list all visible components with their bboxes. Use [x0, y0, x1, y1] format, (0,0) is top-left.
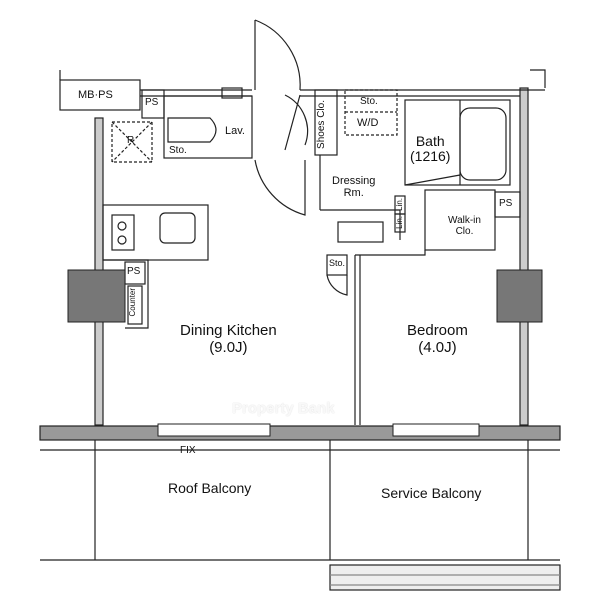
dressing-text: Dressing — [332, 175, 376, 187]
label-dining-kitchen: Dining Kitchen(9.0J) — [180, 322, 277, 356]
label-lav: Lav. — [225, 125, 245, 137]
label-sto: Sto. — [360, 96, 378, 107]
label-ps: PS — [127, 266, 141, 277]
bath-text: Bath — [415, 133, 445, 149]
label-lin: Lin. — [395, 216, 404, 229]
label-ps: PS — [145, 97, 159, 108]
shoes-text: Shoes — [316, 120, 327, 149]
column-left — [67, 269, 126, 323]
walkin-text: Walk-in — [448, 215, 481, 226]
label-ps: PS — [499, 198, 513, 209]
bedroom-text: Bedroom — [407, 322, 468, 339]
label-roof-balcony: Roof Balcony — [168, 480, 252, 496]
label-sto: Sto. — [169, 145, 187, 156]
label-sto: Sto. — [329, 258, 346, 268]
label-r: R — [127, 135, 135, 146]
label-service-balcony: Service Balcony — [381, 485, 482, 501]
top-wall — [140, 89, 545, 97]
label-lin: Lin. — [395, 198, 404, 211]
label-mbps: MB·PS — [78, 89, 113, 101]
balcony-slab — [39, 425, 561, 441]
column-right — [496, 269, 543, 323]
label-counter: Counter — [128, 288, 137, 317]
label-wd: W/D — [357, 117, 379, 129]
label-shoes: Shoes Clo. — [316, 100, 327, 149]
watermark: Property Bank — [232, 400, 335, 417]
walkin-clo: Clo. — [455, 226, 474, 237]
mbps-box — [59, 79, 141, 111]
dining-text: Dining Kitchen — [180, 322, 277, 339]
label-bedroom: Bedroom(4.0J) — [407, 322, 468, 356]
clo-text: Clo. — [316, 100, 327, 118]
label-bath: Bath(1216) — [410, 133, 451, 165]
label-fix: FIX — [180, 445, 196, 456]
right-wall — [519, 87, 529, 426]
bath-size: (1216) — [410, 148, 451, 165]
dining-size: (9.0J) — [209, 338, 248, 356]
rm-text: Rm. — [343, 187, 364, 200]
balcony-hatch — [329, 564, 561, 591]
bedroom-size: (4.0J) — [418, 338, 457, 356]
